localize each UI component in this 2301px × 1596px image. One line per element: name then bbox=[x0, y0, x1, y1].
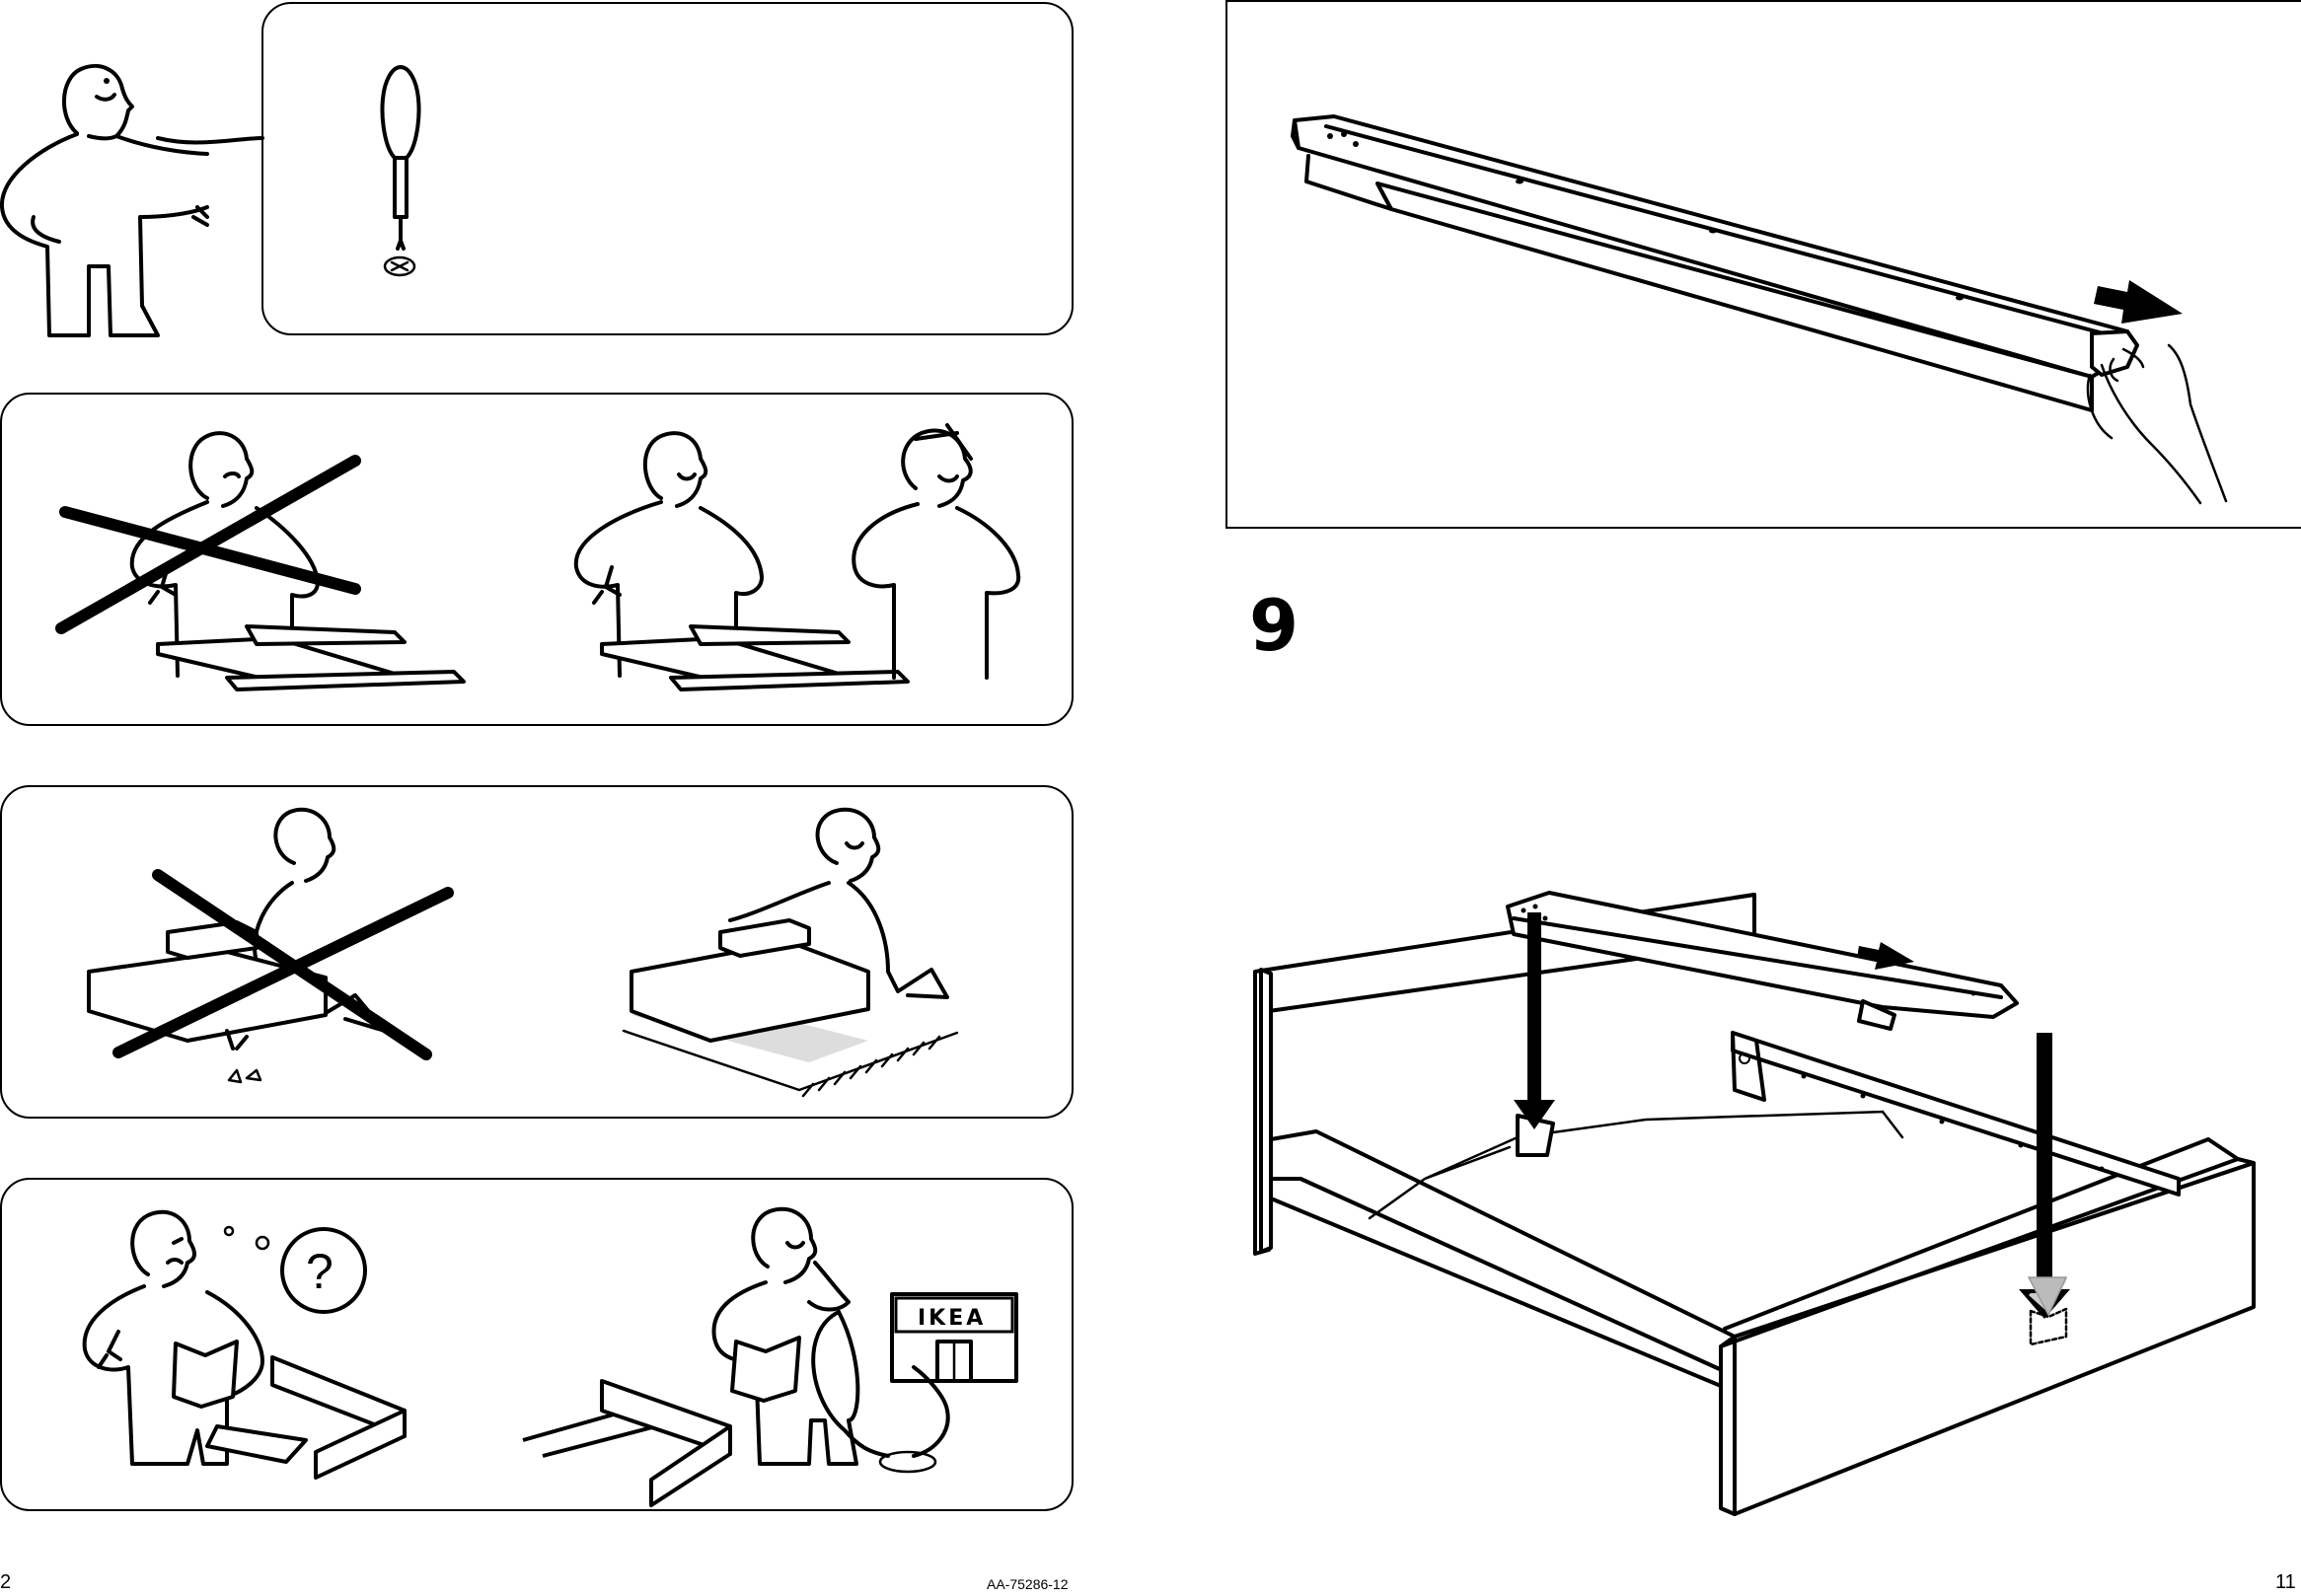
two-people-right-figure bbox=[553, 419, 1046, 705]
document-id: AA-75286-12 bbox=[987, 1576, 1069, 1592]
no-hard-floor-figure bbox=[79, 804, 493, 1110]
ikea-store-sign: IKEA bbox=[918, 1306, 986, 1331]
step-number: 9 bbox=[1249, 590, 1299, 661]
right-page-number: 11 bbox=[2275, 1571, 2296, 1594]
left-page-number: 2 bbox=[0, 1571, 11, 1594]
phillips-screw-icon bbox=[380, 252, 419, 281]
extending-rail-illustration bbox=[1283, 109, 2230, 523]
calling-store-figure: IKEA bbox=[513, 1203, 1026, 1489]
bed-frame-illustration bbox=[1251, 883, 2258, 1514]
soft-surface-right-figure bbox=[622, 804, 1016, 1110]
confused-person-figure: ? bbox=[79, 1203, 493, 1489]
question-mark: ? bbox=[306, 1244, 334, 1299]
ikea-man-pointing bbox=[0, 59, 266, 345]
one-person-wrong-figure bbox=[59, 419, 474, 705]
